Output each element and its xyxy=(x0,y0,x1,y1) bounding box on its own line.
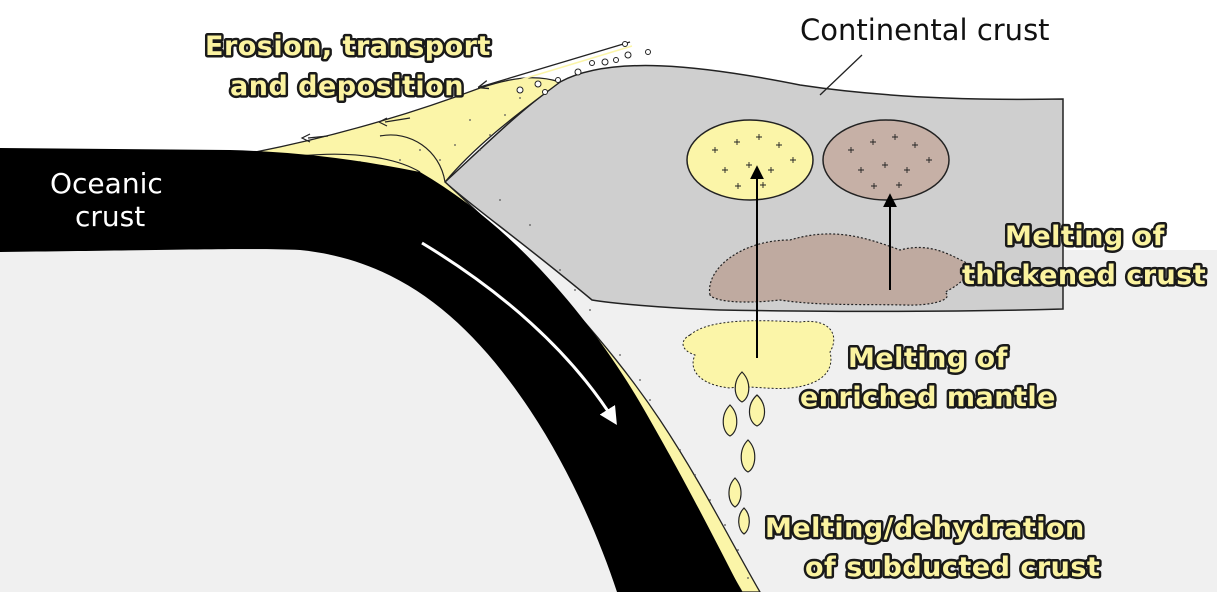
label-erosion-1: Erosion, transport xyxy=(205,31,491,62)
label-oceanic-crust-1: Oceanic xyxy=(50,167,163,200)
label-melt-thick-1: Melting of xyxy=(1005,221,1165,252)
enriched-mantle-melt xyxy=(683,321,834,389)
label-oceanic-crust-2: crust xyxy=(75,200,145,233)
label-melt-mantle-1: Melting of xyxy=(848,343,1008,374)
label-melt-mantle-2: enriched mantle xyxy=(800,382,1056,413)
label-melt-thick-2: thickened crust xyxy=(962,260,1206,291)
label-continental-crust: Continental crust xyxy=(800,13,1050,47)
label-melt-subducted-2: of subducted crust xyxy=(805,552,1100,583)
continental-crust-leader xyxy=(820,55,862,95)
label-melt-subducted-1: Melting/dehydration xyxy=(765,513,1085,544)
label-erosion-2: and deposition xyxy=(230,71,464,102)
